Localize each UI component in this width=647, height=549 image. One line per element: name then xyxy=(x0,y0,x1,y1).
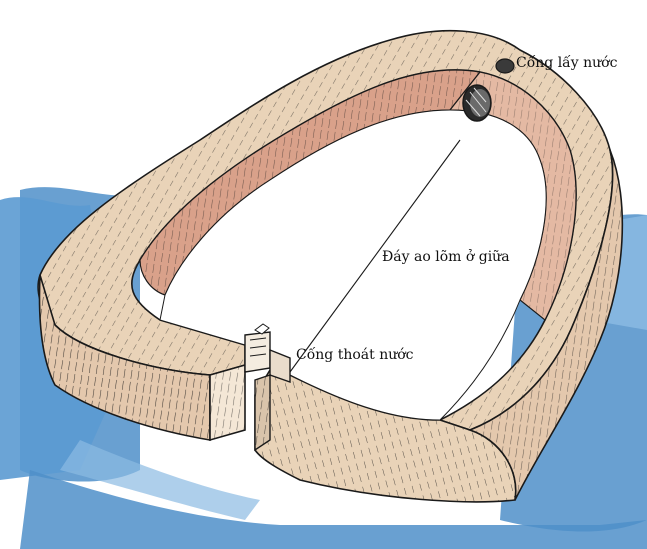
pond-bottom-label: Đáy ao lõm ở giữa xyxy=(382,250,510,264)
outlet-label: Cống thoát nước xyxy=(296,348,414,362)
inlet-label: Cống lấy nước xyxy=(516,56,617,70)
